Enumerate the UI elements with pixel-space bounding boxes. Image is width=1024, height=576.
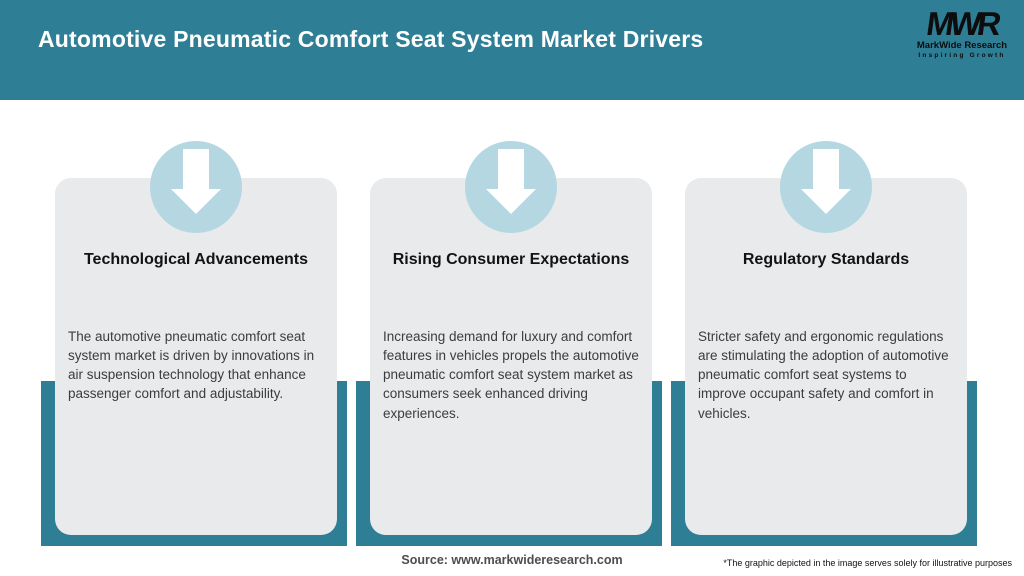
markwide-research-logo: MWR MarkWide Research Inspiring Growth xyxy=(914,5,1010,60)
arrow-badge xyxy=(780,141,872,233)
logo-monogram: MWR xyxy=(924,5,1000,42)
arrow-badge xyxy=(465,141,557,233)
logo-tagline: Inspiring Growth xyxy=(918,52,1006,60)
source-text: Source: www.markwideresearch.com xyxy=(401,553,623,567)
card-title: Regulatory Standards xyxy=(742,251,910,268)
card-title: Technological Advancements xyxy=(83,251,309,268)
arrow-badge xyxy=(150,141,242,233)
driver-card-technological-advancements: Technological Advancements The automotiv… xyxy=(55,178,337,535)
header-bar: Automotive Pneumatic Comfort Seat System… xyxy=(0,0,1024,100)
card-body: Increasing demand for luxury and comfort… xyxy=(383,329,639,421)
down-arrow-icon xyxy=(171,149,221,214)
card-body: The automotive pneumatic comfort seat sy… xyxy=(68,329,315,402)
down-arrow-icon xyxy=(486,149,536,214)
logo-name: MarkWide Research xyxy=(916,40,1008,52)
driver-card-regulatory-standards: Regulatory Standards Stricter safety and… xyxy=(685,178,967,535)
down-arrow-icon xyxy=(801,149,851,214)
driver-card-rising-consumer-expectations: Rising Consumer Expectations Increasing … xyxy=(370,178,652,535)
card-title: Rising Consumer Expectations xyxy=(392,251,630,268)
page-title: Automotive Pneumatic Comfort Seat System… xyxy=(38,26,704,52)
disclaimer-text: *The graphic depicted in the image serve… xyxy=(723,558,1012,568)
card-body: Stricter safety and ergonomic regulation… xyxy=(698,329,949,421)
